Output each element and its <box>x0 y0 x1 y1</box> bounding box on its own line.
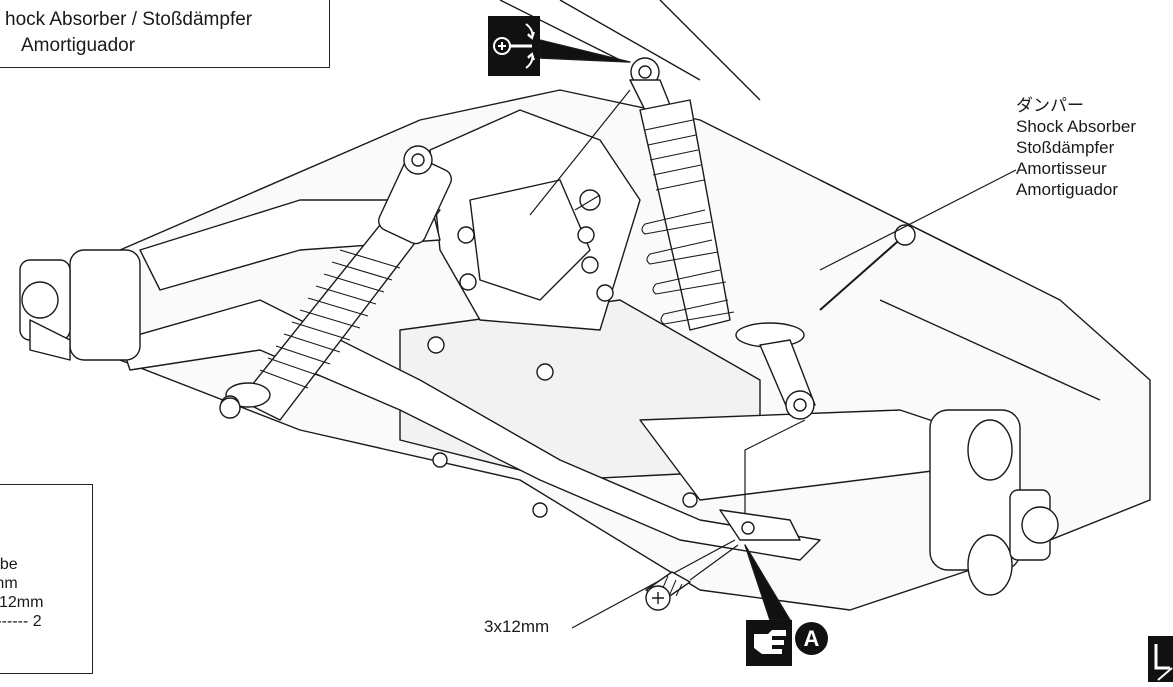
left-hub <box>19 249 141 361</box>
step-title-line2: Amortiguador <box>21 35 136 56</box>
callout-pointer-swivel <box>539 39 631 63</box>
parts-line-1: ube <box>0 556 18 573</box>
parts-line-3: x12mm <box>0 594 44 611</box>
shock-absorber-right <box>629 57 816 420</box>
reference-badge-a: A <box>795 622 828 655</box>
parts-line-2: mm <box>0 575 18 592</box>
step-title-line1: hock Absorber / Stoßdämpfer <box>5 9 253 30</box>
parts-bag-box: ube mm x12mm ------- 2 <box>0 484 93 674</box>
screw-size-label: 3x12mm <box>484 617 550 636</box>
label-en: Shock Absorber <box>1016 117 1137 136</box>
turnbuckle-rod <box>819 224 916 311</box>
chassis-body <box>19 0 1151 611</box>
pointing-hand-icon <box>746 620 792 666</box>
chassis-screws <box>219 189 698 518</box>
screw-3x12 <box>645 571 691 611</box>
right-hub <box>929 409 1059 596</box>
shock-absorber-label: ダンパー Shock Absorber Stoßdämpfer Amortiss… <box>1016 95 1136 200</box>
rotate-eyelet-icon <box>488 16 540 76</box>
label-de: Stoßdämpfer <box>1016 138 1115 157</box>
left-side-marker-icon <box>1148 636 1173 682</box>
lower-mount <box>719 509 801 541</box>
label-es: Amortiguador <box>1016 180 1119 199</box>
step-title-box: hock Absorber / Stoßdämpfer Amortiguador <box>0 0 330 68</box>
label-fr: Amortisseur <box>1016 159 1107 178</box>
label-jp: ダンパー <box>1016 96 1084 115</box>
parts-line-4: ------- 2 <box>0 613 42 630</box>
